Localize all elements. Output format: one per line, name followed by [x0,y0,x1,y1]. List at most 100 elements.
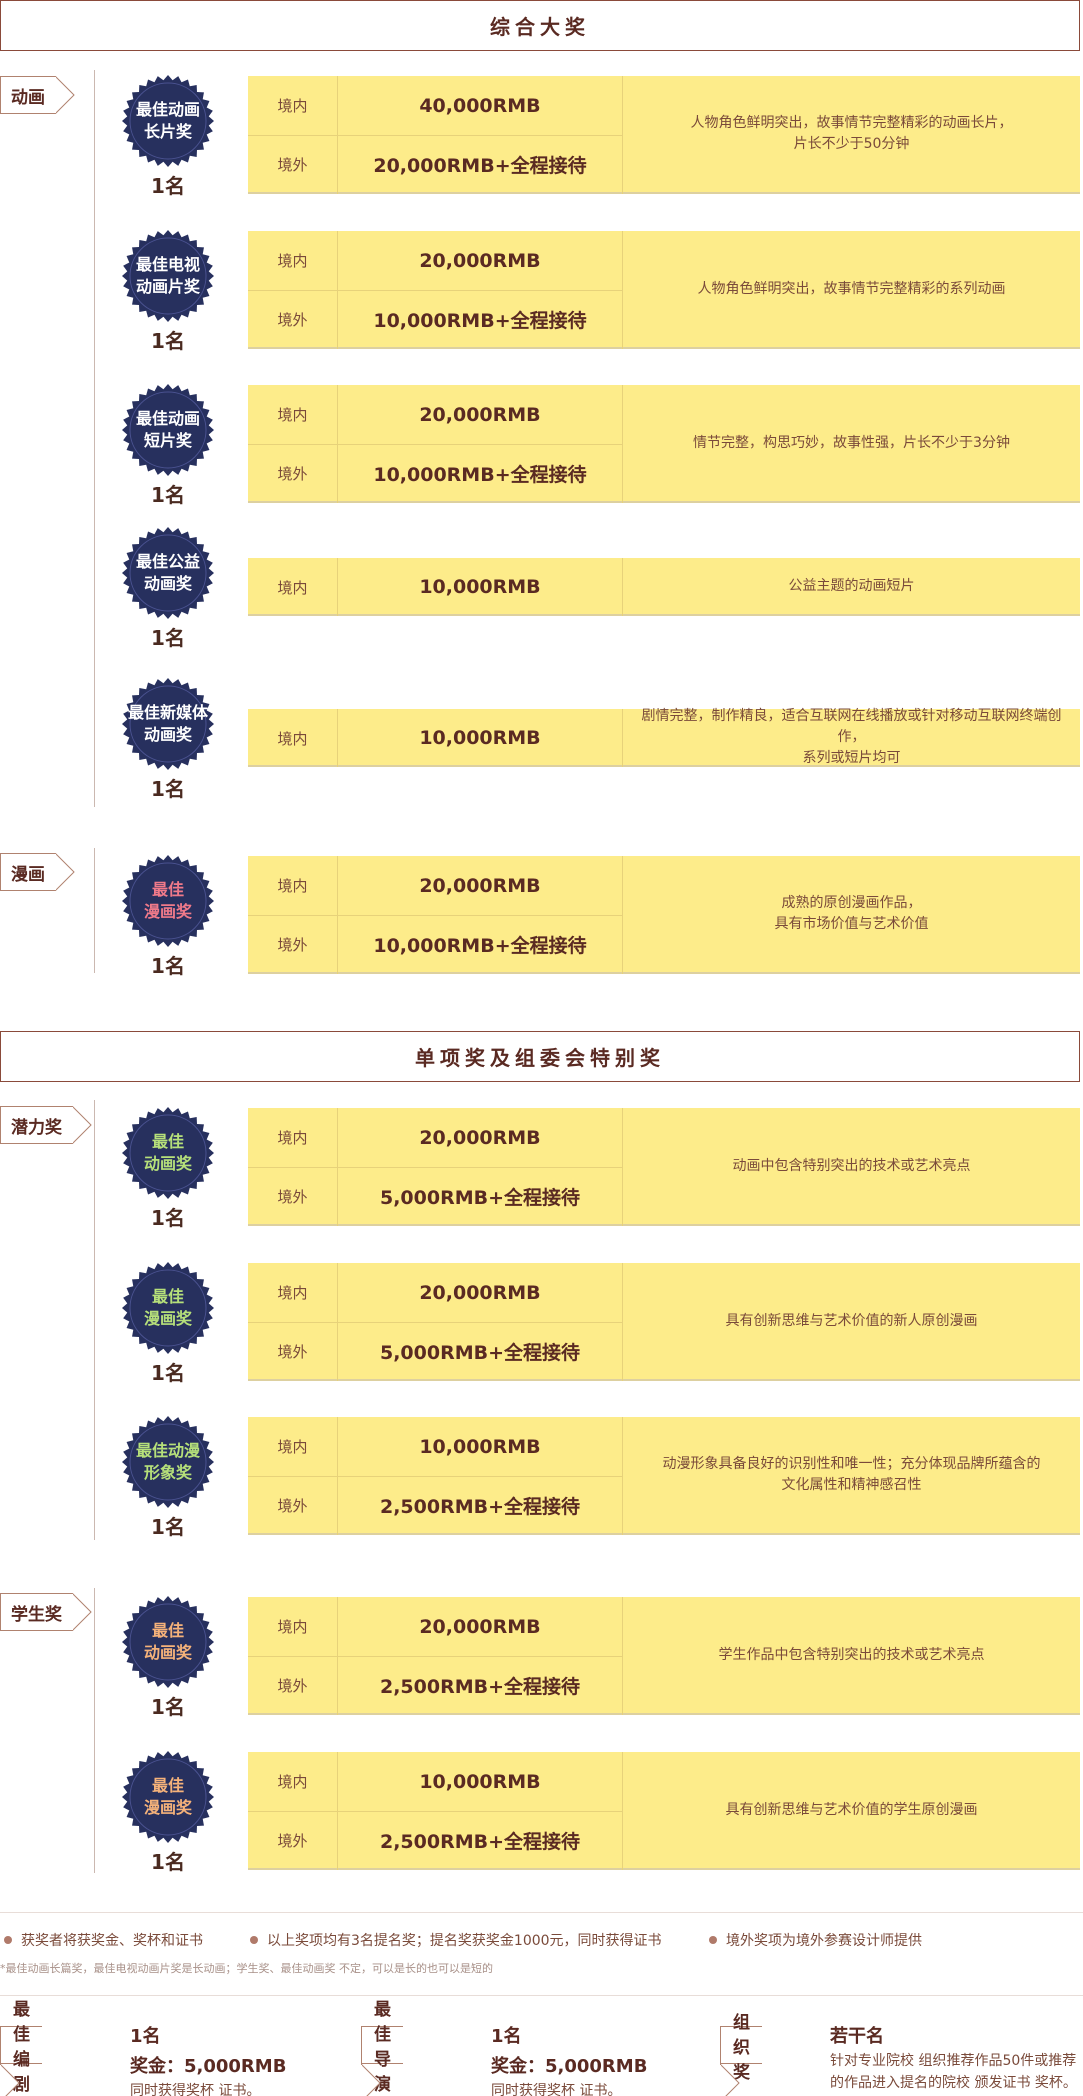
award-count: 1名 [151,174,185,198]
bullet-icon [4,1936,12,1944]
bullet-icon [250,1936,258,1944]
award-tag-label: 最佳导演 [374,2000,391,2095]
award-title: 最佳 动画奖 [143,1621,192,1662]
category-tag-animation: 动画 [0,76,75,114]
prize-amount: 20,000RMB [338,1597,623,1656]
award-title: 最佳 漫画奖 [143,880,192,921]
row-divider [248,135,623,136]
tag-arrow-icon [55,76,75,114]
award-badge: 最佳 漫画奖 [122,1751,214,1843]
award-badge: 最佳新媒体 动画奖 [122,678,214,770]
prize-amount: 20,000RMB+全程接待 [338,135,623,194]
award-description: 动画中包含特别突出的技术或艺术亮点 [732,1157,971,1174]
prize-amount: 10,000RMB [338,558,623,616]
region-label: 境外 [248,1811,338,1870]
award-count: 1名 [151,329,185,353]
award-count: 1名 [151,1515,185,1539]
award-tag-label: 最佳编剧 [13,2000,30,2095]
category-divider-line [94,70,95,807]
region-label: 境内 [248,1597,338,1656]
award-extra: 的作品进入提名的院校 颁发证书 奖杯。 [830,2075,1077,2091]
starburst-badge-icon [122,855,214,947]
bullet-icon [709,1936,717,1944]
award-tag: 最佳导演 [361,2000,403,2096]
note-text: 境外奖项为境外参赛设计师提供 [726,1933,922,1949]
award-description: 动漫形象具备良好的识别性和唯一性；充分体现品牌所蕴含的 文化属性和精神感召性 [662,1456,1041,1493]
prize-amount: 20,000RMB [338,1263,623,1322]
prize-amount: 10,000RMB [338,1752,623,1811]
note-text: 获奖者将获奖金、奖杯和证书 [21,1933,203,1949]
award-badge: 最佳 动画奖 [122,1596,214,1688]
note-item: 以上奖项均有3名提名奖；提名奖获奖金1000元，同时获得证书 [250,1930,662,1950]
row-divider [248,1476,623,1477]
note-item: 境外奖项为境外参赛设计师提供 [709,1930,922,1950]
tag-arrow-icon [361,2064,381,2096]
category-divider-line [94,848,95,973]
divider [0,1995,1083,1996]
award-tag: 组织奖 [720,2013,762,2096]
starburst-badge-icon [122,75,214,167]
region-label: 境外 [248,1167,338,1226]
note-text: 以上奖项均有3名提名奖；提名奖获奖金1000元，同时获得证书 [267,1933,662,1949]
region-label: 境外 [248,1322,338,1381]
category-label: 漫画 [11,864,45,885]
award-count: 若干名 [830,2026,884,2047]
prize-amount: 10,000RMB [338,1417,623,1476]
award-badge: 最佳 漫画奖 [122,855,214,947]
award-extra: 同时获得奖杯 证书。 [130,2083,261,2096]
award-description: 学生作品中包含特别突出的技术或艺术亮点 [718,1646,985,1663]
award-tag-label: 组织奖 [733,2012,750,2083]
award-tag: 最佳编剧 [0,2000,42,2096]
prize-amount: 5,000RMB+全程接待 [338,1322,623,1381]
prize-amount: 40,000RMB [338,76,623,135]
row-divider [248,1322,623,1323]
region-label: 境外 [248,290,338,349]
category-divider-line [94,1100,95,1540]
award-extra: 同时获得奖杯 证书。 [491,2083,622,2096]
prize-amount: 20,000RMB [338,856,623,915]
category-divider-line [94,1588,95,1873]
prize-amount: 10,000RMB+全程接待 [338,290,623,349]
note-item: 获奖者将获奖金、奖杯和证书 [4,1930,203,1950]
row-divider [248,915,623,916]
prize-amount: 20,000RMB [338,1108,623,1167]
award-title: 最佳 漫画奖 [143,1287,192,1328]
region-label: 境内 [248,76,338,135]
starburst-badge-icon [122,1262,214,1354]
award-prize: 奖金：5,000RMB [491,2056,648,2077]
award-details: 若干名 针对专业院校 组织推荐作品50件或推荐 的作品进入提名的院校 颁发证书 … [830,2022,1083,2092]
prize-amount: 20,000RMB [338,231,623,290]
starburst-badge-icon [122,678,214,770]
award-count: 1名 [151,483,185,507]
award-description: 情节完整，构思巧妙，故事性强，片长不少于3分钟 [693,434,1010,451]
award-count: 1名 [151,1206,185,1230]
award-count: 1名 [151,777,185,801]
award-details: 1名 奖金：5,000RMB 同时获得奖杯 证书。 [491,2022,711,2096]
award-badge: 最佳动画 长片奖 [122,75,214,167]
section-title: 综合大奖 [490,15,590,39]
award-badge: 最佳动画 短片奖 [122,384,214,476]
prize-amount: 2,500RMB+全程接待 [338,1476,623,1535]
award-badge: 最佳电视 动画片奖 [122,230,214,322]
award-count: 1名 [130,2026,161,2047]
row-divider [248,444,623,445]
region-label: 境内 [248,1417,338,1476]
prize-amount: 10,000RMB [338,709,623,767]
